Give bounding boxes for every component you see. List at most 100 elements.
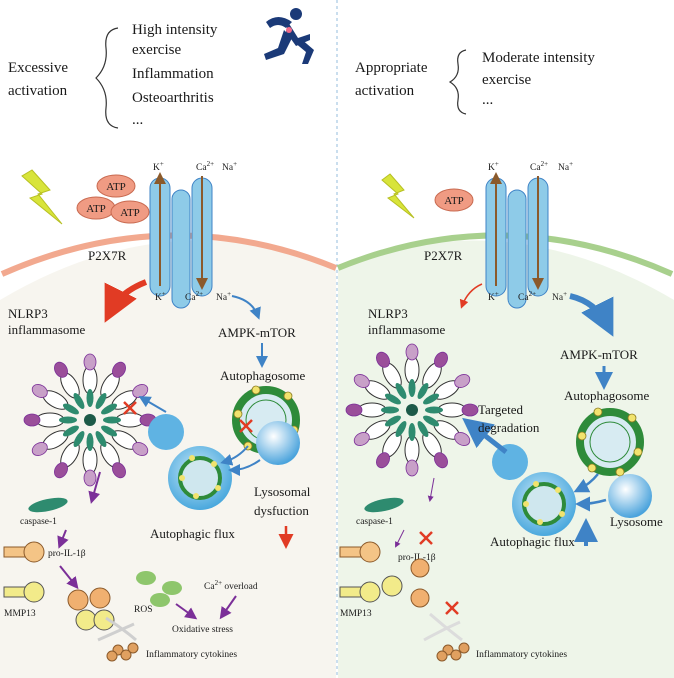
left-ca-bottom: Ca2+ [185,290,203,303]
right-ca-bottom: Ca2+ [518,290,536,303]
left-ca-top: Ca2+ [196,160,214,173]
caspase-shape-right [364,497,404,513]
membrane-fragment-right [423,612,463,642]
left-cell-interior [0,240,336,678]
p2x7r-channel-right [485,172,549,309]
ros-blob-1 [136,571,156,585]
atp-left-2-label: ATP [120,207,140,219]
left-trigger-line2: activation [8,83,68,99]
cytokine-cluster-left [106,642,139,662]
right-caspase-label: caspase-1 [356,517,393,527]
lysosome-icon [256,421,300,465]
right-k-bottom: K+ [488,290,499,303]
left-activation-arrow [104,279,148,323]
left-condition-0: High intensity [132,22,218,38]
lightning-bolt-icon [21,169,63,225]
left-mmp-arrow [59,565,79,590]
left-k-top: K+ [153,160,164,173]
cytokine-dots-left [67,587,115,631]
left-ampk-arrow [231,295,261,320]
atp-left-1-label: ATP [86,203,106,215]
left-pro-il-label: pro-IL-1β [48,549,86,559]
mmp13-shape-right [339,581,381,603]
left-brace [95,27,119,129]
left-condition-2: Inflammation [132,66,214,82]
right-autophagosome-label: Autophagosome [564,388,649,403]
left-na-top: Na+ [222,160,237,173]
right-ampk-arrow [569,293,614,337]
right-mmp-label: MMP13 [340,609,372,619]
right-nlrp3-arrow [459,283,483,309]
right-condition-1: exercise [482,72,531,88]
right-nlrp3-line1: NLRP3 [368,306,408,321]
right-ca-top: Ca2+ [530,160,548,173]
right-condition-0: Moderate intensity [482,50,595,66]
right-receptor-label: P2X7R [424,248,463,263]
atp-right-0-label: ATP [444,195,464,207]
pro-il-shape-left [3,541,45,563]
left-k-bottom: K+ [155,290,166,303]
left-caspase-arrow [88,471,101,504]
membrane-fragment-left [97,616,137,642]
right-condition-2: ... [482,92,493,108]
left-merge-arrows [220,445,261,476]
caspase-shape-left [28,497,68,513]
left-nlrp3-line2: inflammasome [8,322,85,337]
left-ros-arrow [175,603,198,620]
inflammasome-ring-icon-right [345,343,479,477]
right-na-top: Na+ [558,160,573,173]
atp-left-1: ATP [76,196,116,220]
mmp13-shape-left [3,581,45,603]
right-cytokines-label: Inflammatory cytokines [476,649,567,660]
left-ampk-label: AMPK-mTOR [218,325,296,340]
right-degradation-arrow [462,417,508,454]
inhibition-cross-cytokines [445,601,459,615]
right-pro-il-label: pro-IL-1β [398,553,436,563]
pro-il-shape-right [339,541,381,563]
atp-left-2: ATP [110,200,150,224]
right-trigger-line2: activation [355,83,415,99]
right-na-bottom: Na+ [552,290,567,303]
left-caspase-label: caspase-1 [20,517,57,527]
cytokine-dots-right [381,558,430,608]
right-nlrp3-line2: inflammasome [368,322,445,337]
left-condition-1: exercise [132,42,181,58]
left-na-bottom: Na+ [216,290,231,303]
inhibition-cross-proil [419,531,433,545]
right-ampk-label: AMPK-mTOR [560,347,638,362]
left-receptor-label: P2X7R [88,248,127,263]
left-oxidative-label: Oxidative stress [172,625,233,635]
right-caspase-arrow [427,477,435,502]
autophagic-flux-vesicle-left [148,414,232,510]
ros-blob-2 [162,581,182,595]
left-feedback-arrow [138,395,167,413]
left-nlrp3-line1: NLRP3 [8,306,48,321]
right-brace [448,49,467,115]
inhibition-cross-icon [239,419,253,433]
left-lysosome-line2: dysfuction [254,503,309,518]
right-targeted-line1: Targeted [478,402,524,417]
left-flux-label: Autophagic flux [150,526,235,541]
right-trigger-line1: Appropriate [355,60,428,76]
left-lysosome-line1: Lysosomal [254,484,311,499]
autophagosome-icon-right [576,407,644,477]
atp-left-0: ATP [96,174,136,198]
atp-left-0-label: ATP [106,181,126,193]
left-trigger-line1: Excessive [8,60,68,76]
left-mmp-label: MMP13 [4,609,36,619]
right-proil-arrow [395,529,405,548]
right-targeted-line2: degradation [478,420,540,435]
left-ros-label: ROS [134,605,152,615]
left-ca-arrow [219,595,237,620]
atp-right-0: ATP [434,188,474,212]
left-condition-3: Osteoarthritis [132,90,214,106]
runner-icon [264,8,314,64]
ros-blob-3 [150,593,170,607]
left-proil-arrow [57,529,69,549]
lysosome-icon-right [608,474,652,518]
p2x7r-channel-left [149,172,213,309]
lightning-bolt-icon-right [381,173,415,219]
inflammasome-ring-icon [23,353,157,487]
left-autophagosome-label: Autophagosome [220,368,305,383]
